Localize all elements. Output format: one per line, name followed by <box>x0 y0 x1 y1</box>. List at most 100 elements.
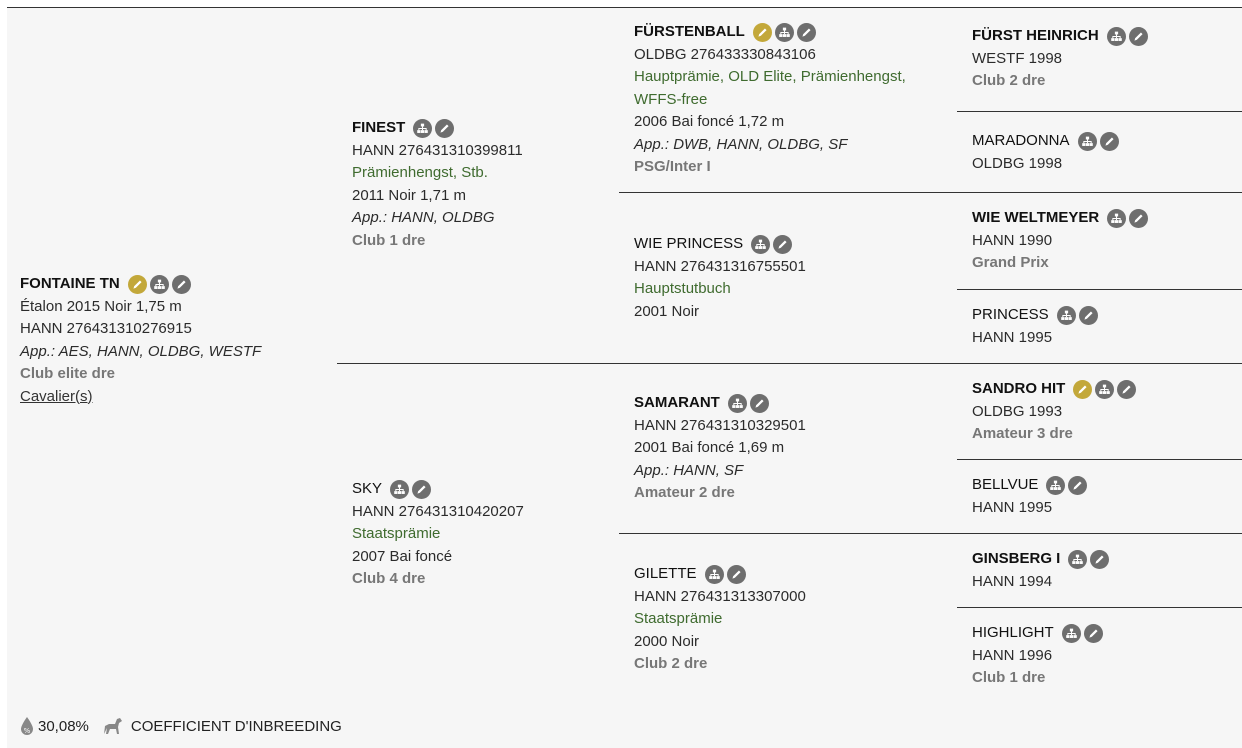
horse-registration: HANN 276431313307000 <box>634 587 806 605</box>
horse-discipline: Club 4 dre <box>352 570 426 587</box>
horse-titles: WFFS-free <box>634 90 708 108</box>
pedigree-tree-icon[interactable] <box>751 235 771 254</box>
horse-info: 2011 Noir 1,71 m <box>352 186 466 204</box>
horse-approvals: App.: HANN, OLDBG <box>352 209 495 226</box>
horse-name[interactable]: GINSBERG I <box>972 550 1061 567</box>
pencil-icon[interactable] <box>1128 27 1148 46</box>
horse-approvals: App.: HANN, SF <box>634 461 744 479</box>
subject-horse: FONTAINE TN Étalon 2015 Noir 1,75 m HANN… <box>20 273 261 408</box>
horse-registration: HANN 276431310329501 <box>634 416 806 434</box>
horse-name[interactable]: FÜRSTENBALL <box>634 23 745 40</box>
pencil-icon[interactable] <box>1083 624 1103 643</box>
horse-info: HANN 1995 <box>972 328 1053 346</box>
pencil-icon[interactable] <box>726 565 746 584</box>
inbreeding-percent: 30,08% <box>38 717 89 735</box>
sire: FINEST HANN 276431310399811 Prämienhengs… <box>352 117 523 252</box>
pencil-icon[interactable] <box>773 235 793 254</box>
pencil-icon[interactable] <box>171 275 191 294</box>
pen-icon[interactable] <box>1073 380 1093 399</box>
divider <box>619 192 1242 193</box>
horse-approvals: App.: AES, HANN, OLDBG, WESTF <box>20 342 262 360</box>
horse-name[interactable]: SANDRO HIT <box>972 380 1066 397</box>
pedigree-tree-icon[interactable] <box>413 119 433 138</box>
pencil-icon[interactable] <box>1099 132 1119 151</box>
drop-icon-label: % <box>24 727 31 735</box>
pedigree-tree-icon[interactable] <box>1095 380 1115 399</box>
pedigree-tree-icon[interactable] <box>1056 306 1076 325</box>
horse-info: HANN 1994 <box>972 572 1053 590</box>
sire-dam: WIE PRINCESS HANN 276431316755501 Haupts… <box>634 233 806 323</box>
horse-name[interactable]: SKY <box>352 480 383 497</box>
pencil-icon[interactable] <box>1078 306 1098 325</box>
pedigree-tree-icon[interactable] <box>774 23 794 42</box>
pedigree-tree-icon[interactable] <box>1077 132 1097 151</box>
horse-name[interactable]: MARADONNA <box>972 132 1070 149</box>
horse-registration: HANN 276431316755501 <box>634 257 806 275</box>
pencil-icon[interactable] <box>1117 380 1137 399</box>
horse-info: 2007 Bai foncé <box>352 547 453 565</box>
horse-discipline: Amateur 2 dre <box>634 484 735 501</box>
horse-discipline: PSG/Inter I <box>634 158 711 175</box>
horse-name[interactable]: BELLVUE <box>972 476 1039 493</box>
pedigree-tree-icon[interactable] <box>1046 476 1066 495</box>
horse-titles: Hauptprämie, OLD Elite, Prämienhengst, <box>634 68 906 85</box>
horse-titles: Staatsprämie <box>634 610 723 627</box>
horse-info: 2006 Bai foncé 1,72 m <box>634 113 785 130</box>
horse-name[interactable]: FONTAINE TN <box>20 275 120 292</box>
horse-name[interactable]: FÜRST HEINRICH <box>972 27 1099 44</box>
pedigree-tree-icon[interactable] <box>1068 550 1088 569</box>
sire-sire: FÜRSTENBALL OLDBG 276433330843106 Hauptp… <box>634 21 906 179</box>
horse-approvals: App.: DWB, HANN, OLDBG, SF <box>634 135 848 153</box>
horse-name[interactable]: WIE WELTMEYER <box>972 209 1100 226</box>
pedigree-tree-icon[interactable] <box>149 275 169 294</box>
dam: SKY HANN 276431310420207 Staatsprämie 20… <box>352 478 524 591</box>
horse-info: HANN 1990 <box>972 231 1053 249</box>
riders-link[interactable]: Cavalier(s) <box>20 387 93 405</box>
horse-discipline: Club 2 dre <box>972 72 1046 89</box>
pencil-icon[interactable] <box>435 119 455 138</box>
dam-sire: SAMARANT HANN 276431310329501 2001 Bai f… <box>634 392 806 505</box>
horse-registration: HANN 276431310420207 <box>352 502 524 520</box>
horse-name[interactable]: GILETTE <box>634 565 697 582</box>
horse-discipline: Club 2 dre <box>634 655 708 672</box>
sire-dam-dam: PRINCESS HANN 1995 <box>972 304 1098 349</box>
inbreeding-coefficient: % 30,08% COEFFICIENT D'INBREEDING <box>20 716 342 736</box>
divider <box>957 459 1242 460</box>
pencil-icon[interactable] <box>796 23 816 42</box>
sire-sire-sire: FÜRST HEINRICH WESTF 1998 Club 2 dre <box>972 25 1148 93</box>
dam-sire-sire: SANDRO HIT OLDBG 1993 Amateur 3 dre <box>972 378 1137 446</box>
horse-name[interactable]: SAMARANT <box>634 394 720 411</box>
pedigree-tree-icon[interactable] <box>390 480 410 499</box>
horse-info: 2000 Noir <box>634 632 700 650</box>
horse-info: HANN 1995 <box>972 498 1053 516</box>
pencil-icon[interactable] <box>412 480 432 499</box>
horse-discipline: Club 1 dre <box>972 669 1046 686</box>
divider <box>957 607 1242 608</box>
pencil-icon[interactable] <box>1090 550 1110 569</box>
horse-info: HANN 1996 <box>972 646 1053 664</box>
pedigree-tree-icon[interactable] <box>1106 27 1126 46</box>
horse-name[interactable]: PRINCESS <box>972 306 1049 323</box>
horse-name[interactable]: WIE PRINCESS <box>634 235 744 252</box>
dam-dam-sire: GINSBERG I HANN 1994 <box>972 548 1110 593</box>
horse-info: Étalon 2015 Noir 1,75 m <box>20 297 182 315</box>
pen-icon[interactable] <box>127 275 147 294</box>
pedigree-panel <box>7 7 1242 748</box>
divider <box>957 289 1242 290</box>
horse-name[interactable]: HIGHLIGHT <box>972 624 1054 641</box>
pedigree-tree-icon[interactable] <box>704 565 724 584</box>
pencil-icon[interactable] <box>749 394 769 413</box>
sire-dam-sire: WIE WELTMEYER HANN 1990 Grand Prix <box>972 207 1149 275</box>
pedigree-tree-icon[interactable] <box>1107 209 1127 228</box>
horse-registration: HANN 276431310399811 <box>352 141 523 159</box>
pencil-icon[interactable] <box>1068 476 1088 495</box>
pen-icon[interactable] <box>752 23 772 42</box>
horse-info: OLDBG 1993 <box>972 402 1063 420</box>
horse-titles: Staatsprämie <box>352 525 441 542</box>
pedigree-tree-icon[interactable] <box>1061 624 1081 643</box>
dam-dam-dam: HIGHLIGHT HANN 1996 Club 1 dre <box>972 622 1103 690</box>
pencil-icon[interactable] <box>1129 209 1149 228</box>
horse-name[interactable]: FINEST <box>352 119 406 136</box>
horse-info: OLDBG 1998 <box>972 154 1063 172</box>
pedigree-tree-icon[interactable] <box>727 394 747 413</box>
